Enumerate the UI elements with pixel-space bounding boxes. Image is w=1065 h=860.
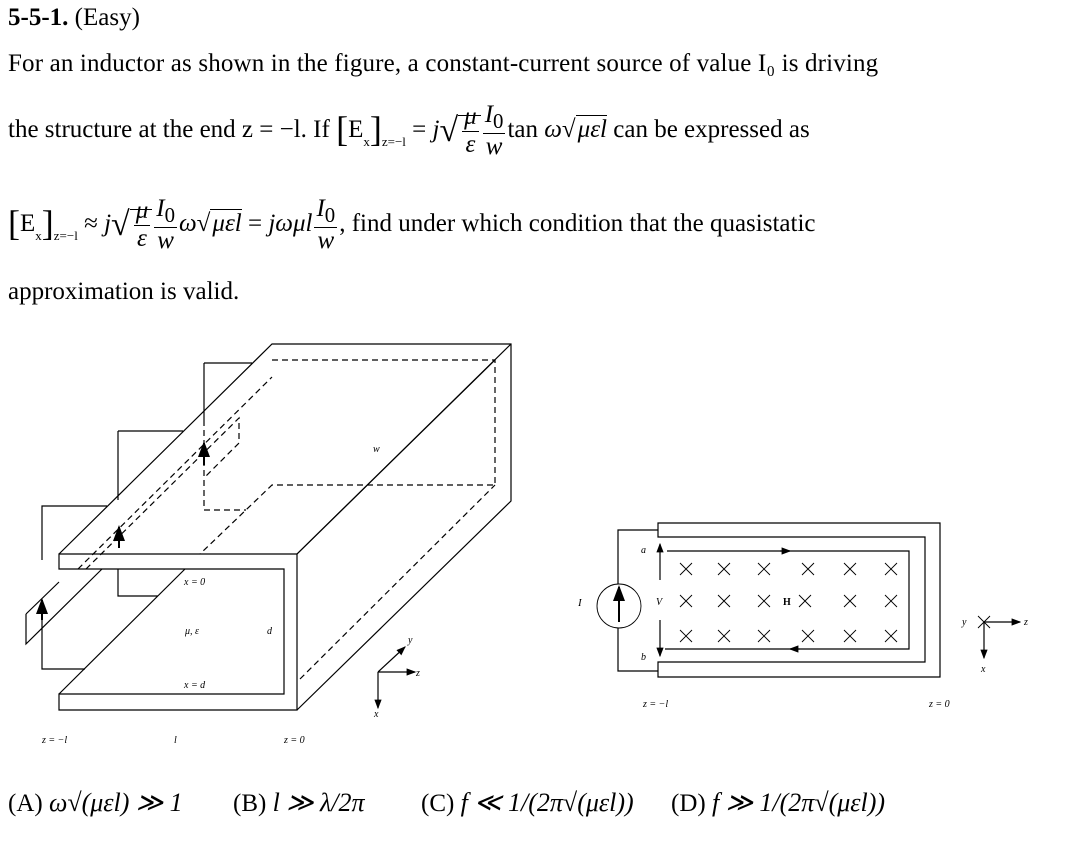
h-field-into-page-icon xyxy=(884,629,898,643)
axis-y-right: y xyxy=(961,617,967,628)
problem-number: 5-5-1. xyxy=(8,4,69,31)
h-field-into-page-icon xyxy=(679,629,693,643)
label-z-minus-l-right: z = −l xyxy=(642,699,668,710)
label-mu-eps: μ, ε xyxy=(184,626,199,637)
h-field-into-page-icon xyxy=(757,594,771,608)
label-w: w xyxy=(373,444,380,455)
label-I: I xyxy=(577,597,583,609)
difficulty: (Easy) xyxy=(74,4,140,31)
axis-z: z xyxy=(415,668,420,679)
h-field-into-page-icon xyxy=(884,562,898,576)
problem-line-2: the structure at the end z = −l. If [Ex]… xyxy=(8,101,810,160)
label-z0: z = 0 xyxy=(283,735,305,746)
right-structure xyxy=(596,522,1022,678)
h-field-into-page-icon xyxy=(757,629,771,643)
axis-y: y xyxy=(407,635,413,646)
option-text: l ≫ λ/2π xyxy=(272,788,365,817)
text: , find under which condition that the qu… xyxy=(339,209,816,237)
label-z0-right: z = 0 xyxy=(928,699,950,710)
label-b: b xyxy=(641,652,646,663)
problem-line-1: For an inductor as shown in the figure, … xyxy=(8,50,879,77)
text: the structure at the end z = −l. If xyxy=(8,115,330,143)
option-label: (D) xyxy=(671,790,706,817)
option-b[interactable]: (B) l ≫ λ/2π xyxy=(233,788,421,818)
h-field-into-page-icon xyxy=(843,562,857,576)
h-field-into-page-icon xyxy=(843,594,857,608)
h-field-into-page-icon xyxy=(679,594,693,608)
h-field-into-page-icon xyxy=(801,562,815,576)
label-l: l xyxy=(174,735,177,746)
axis-x-right: x xyxy=(980,664,986,675)
h-field-into-page-icon xyxy=(843,629,857,643)
text: can be expressed as xyxy=(613,115,810,143)
h-field-into-page-icon xyxy=(801,629,815,643)
option-label: (C) xyxy=(421,790,455,817)
label-a: a xyxy=(641,545,646,556)
option-label: (A) xyxy=(8,790,43,817)
option-text: f ≫ 1/(2π√(μεl)) xyxy=(711,788,886,817)
label-z-minus-l: z = −l xyxy=(41,735,67,746)
h-field-into-page-icon xyxy=(798,594,812,608)
label-d: d xyxy=(267,626,273,637)
label-H: H xyxy=(783,597,791,608)
h-field-into-page-icon xyxy=(679,562,693,576)
axis-x: x xyxy=(373,709,379,720)
left-structure xyxy=(25,343,512,711)
label-V: V xyxy=(656,597,664,608)
h-field-into-page-icon xyxy=(717,594,731,608)
option-c[interactable]: (C) f ≪ 1/(2π√(μεl)) xyxy=(421,788,671,818)
axis-z-right: z xyxy=(1023,617,1028,628)
problem-line-4: approximation is valid. xyxy=(8,278,240,305)
h-field-into-page-icon xyxy=(717,562,731,576)
label-xd: x = d xyxy=(183,680,206,691)
option-text: ω√(μεl) ≫ 1 xyxy=(48,788,183,817)
option-label: (B) xyxy=(233,790,267,817)
h-field-into-page-icon xyxy=(884,594,898,608)
option-a[interactable]: (A) ω√(μεl) ≫ 1 xyxy=(8,788,233,818)
option-d[interactable]: (D) f ≫ 1/(2π√(μεl)) xyxy=(671,788,885,818)
h-field-into-page-icon xyxy=(757,562,771,576)
h-field-into-page-icon xyxy=(717,629,731,643)
answer-options: (A) ω√(μεl) ≫ 1 (B) l ≫ λ/2π (C) f ≪ 1/(… xyxy=(8,788,885,818)
problem-header: 5-5-1. (Easy) xyxy=(8,4,140,32)
option-text: f ≪ 1/(2π√(μεl)) xyxy=(460,788,634,817)
label-x0: x = 0 xyxy=(183,577,205,588)
